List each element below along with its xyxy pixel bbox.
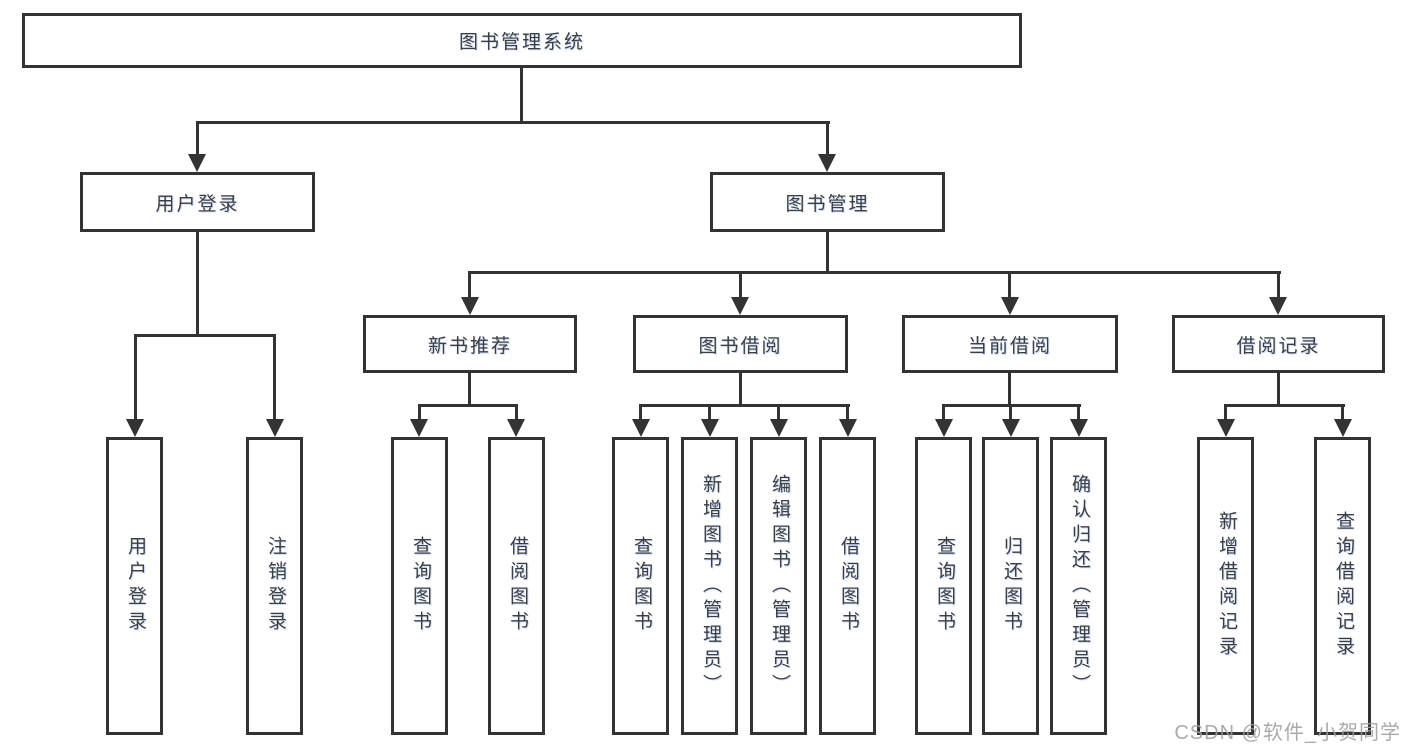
leaf-label: 查询图书 — [630, 536, 652, 636]
connector-leg — [418, 404, 421, 421]
leaf-borrow-books: 借阅图书 — [819, 437, 876, 735]
connector-root-hbar — [196, 121, 830, 124]
leaf-query-books-recommend: 查询图书 — [391, 437, 448, 735]
arrowhead — [839, 419, 857, 437]
leaf-label: 新增图书（管理员） — [699, 473, 721, 699]
node-label: 用户登录 — [155, 193, 240, 215]
leaf-label: 新增借阅记录 — [1215, 511, 1237, 661]
leaf-add-book-admin: 新增图书（管理员） — [681, 437, 738, 735]
arrowhead-book-management — [818, 154, 836, 172]
connector-leg — [942, 404, 945, 421]
node-label: 当前借阅 — [967, 335, 1052, 357]
leaf-user-login: 用户登录 — [106, 437, 163, 735]
arrowhead — [770, 419, 788, 437]
node-new-book-recommend: 新书推荐 — [363, 315, 577, 373]
connector-leg-leaf-logout — [273, 334, 276, 421]
connector-leg — [1077, 404, 1080, 421]
leaf-label: 确认归还（管理员） — [1068, 473, 1090, 699]
arrowhead — [632, 419, 650, 437]
node-label: 图书借阅 — [698, 335, 783, 357]
arrowhead — [701, 419, 719, 437]
node-current-borrow: 当前借阅 — [902, 315, 1118, 373]
connector-leg-user-login — [196, 121, 199, 156]
connector-leg-leaf-login — [134, 334, 137, 421]
connector-leg-current — [1008, 271, 1011, 299]
connector-leg — [846, 404, 849, 421]
node-label: 图书管理系统 — [458, 32, 585, 53]
connector-current-trunk — [1008, 373, 1011, 406]
leaf-query-books-current: 查询图书 — [915, 437, 972, 735]
leaf-edit-book-admin: 编辑图书（管理员） — [750, 437, 807, 735]
node-label: 图书管理 — [785, 193, 870, 215]
arrowhead — [507, 419, 525, 437]
connector-mgmt-hbar — [469, 271, 1281, 274]
node-label: 新书推荐 — [427, 335, 512, 357]
connector-borrow-hbar — [639, 404, 850, 407]
arrowhead-records — [1269, 297, 1287, 315]
leaf-label: 查询图书 — [933, 536, 955, 636]
leaf-add-borrow-record: 新增借阅记录 — [1197, 437, 1254, 735]
leaf-query-borrow-record: 查询借阅记录 — [1314, 437, 1371, 735]
arrowhead-leaf-logout — [266, 419, 284, 437]
arrowhead — [1070, 419, 1088, 437]
connector-leg — [1224, 404, 1227, 421]
arrowhead — [1217, 419, 1235, 437]
arrowhead — [1334, 419, 1352, 437]
connector-leg — [515, 404, 518, 421]
leaf-borrow-books-recommend: 借阅图书 — [488, 437, 545, 735]
leaf-label: 查询图书 — [409, 536, 431, 636]
connector-records-hbar — [1224, 404, 1345, 407]
leaf-logout: 注销登录 — [246, 437, 303, 735]
connector-leg — [708, 404, 711, 421]
connector-login-hbar — [134, 334, 276, 337]
csdn-watermark: CSDN @软件_小贺同学 — [1174, 722, 1401, 744]
connector-leg — [1341, 404, 1344, 421]
connector-login-trunk — [196, 232, 199, 336]
connector-leg — [777, 404, 780, 421]
arrowhead-leaf-login — [126, 419, 144, 437]
arrowhead — [1002, 419, 1020, 437]
leaf-label: 借阅图书 — [506, 536, 528, 636]
connector-leg-book-management — [826, 121, 829, 156]
leaf-label: 注销登录 — [264, 536, 286, 636]
leaf-label: 借阅图书 — [837, 536, 859, 636]
connector-leg-borrow — [739, 271, 742, 299]
connector-recommend-trunk — [468, 373, 471, 406]
leaf-confirm-return-admin: 确认归还（管理员） — [1050, 437, 1107, 735]
connector-leg-recommend — [468, 271, 471, 299]
leaf-label: 归还图书 — [1000, 536, 1022, 636]
leaf-query-books-borrow: 查询图书 — [612, 437, 669, 735]
arrowhead-current — [1001, 297, 1019, 315]
connector-borrow-trunk — [739, 373, 742, 406]
node-book-management: 图书管理 — [710, 172, 945, 232]
node-borrow-records: 借阅记录 — [1172, 315, 1385, 373]
leaf-label: 编辑图书（管理员） — [768, 473, 790, 699]
leaf-label: 查询借阅记录 — [1332, 511, 1354, 661]
node-label: 借阅记录 — [1236, 335, 1321, 357]
connector-mgmt-trunk — [826, 232, 829, 273]
node-book-borrow: 图书借阅 — [633, 315, 848, 373]
arrowhead-recommend — [461, 297, 479, 315]
connector-leg-records — [1277, 271, 1280, 299]
arrowhead — [935, 419, 953, 437]
connector-leg — [639, 404, 642, 421]
node-user-login: 用户登录 — [80, 172, 315, 232]
arrowhead-borrow — [731, 297, 749, 315]
node-library-management-system: 图书管理系统 — [22, 13, 1022, 68]
connector-leg — [1009, 404, 1012, 421]
connector-root-trunk — [520, 68, 523, 123]
connector-records-trunk — [1277, 373, 1280, 406]
leaf-label: 用户登录 — [124, 536, 146, 636]
leaf-return-books: 归还图书 — [982, 437, 1039, 735]
arrowhead — [410, 419, 428, 437]
connector-recommend-hbar — [418, 404, 518, 407]
arrowhead-user-login — [188, 154, 206, 172]
